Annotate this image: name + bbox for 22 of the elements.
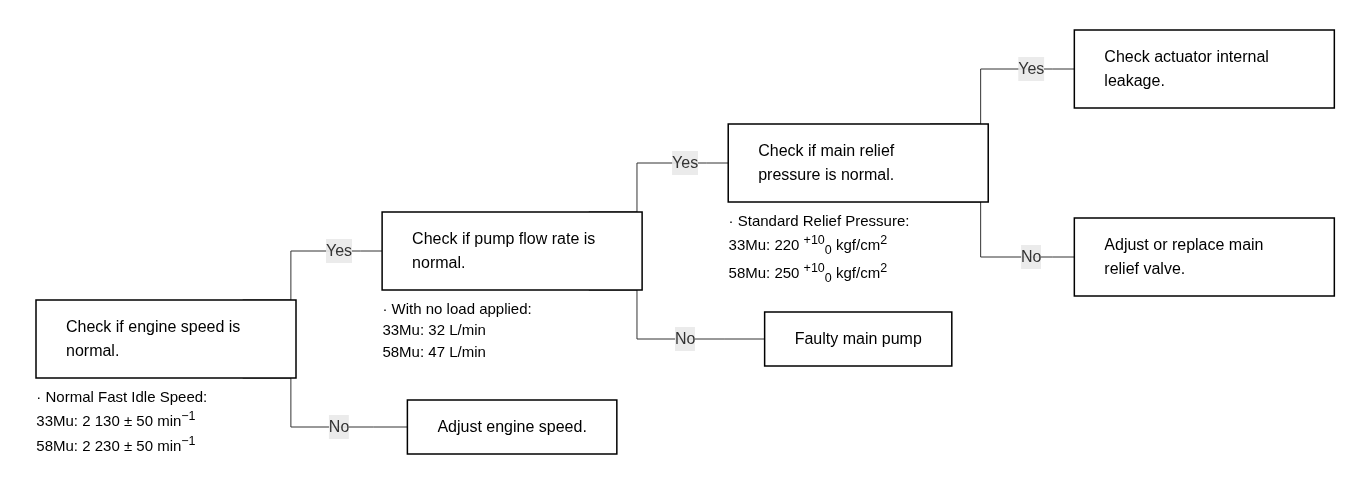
node-box: Check actuator internal leakage. bbox=[1073, 28, 1336, 109]
edge-label: No bbox=[1021, 247, 1042, 265]
spec-note: 33Mu: 32 L/min bbox=[382, 320, 486, 341]
node-box: Check if engine speed is normal. bbox=[35, 298, 298, 379]
spec-note: 58Mu: 2 230 ± 50 min$^{−1}$ bbox=[36, 433, 196, 456]
spec-note: · With no load applied: bbox=[382, 298, 532, 319]
edge-label: No bbox=[329, 417, 350, 435]
spec-note: 58Mu: 47 L/min bbox=[382, 342, 486, 362]
edge-label: No bbox=[675, 329, 696, 347]
spec-note: 33Mu: 2 130 ± 50 min$^{−1}$ bbox=[36, 408, 196, 432]
edge-label: Yes bbox=[1018, 59, 1045, 77]
spec-note: 58Mu: 250 $^{+10}$$_{0}$ kgf/cm$^{2}$ bbox=[728, 260, 888, 288]
edge-label: Yes bbox=[326, 241, 353, 259]
spec-note: 33Mu: 220 $^{+10}$$_{0}$ kgf/cm$^{2}$ bbox=[728, 232, 888, 260]
spec-note: · Standard Relief Pressure: bbox=[728, 210, 910, 231]
node-box: Check if pump flow rate is normal. bbox=[381, 210, 644, 291]
node-box: Adjust engine speed. bbox=[406, 398, 618, 455]
node-box: Faulty main pump bbox=[764, 310, 953, 367]
node-box: Adjust or replace main relief valve. bbox=[1073, 216, 1336, 297]
spec-note: · Normal Fast Idle Speed: bbox=[36, 386, 208, 407]
node-box: Check if main relief pressure is normal. bbox=[727, 122, 990, 203]
edge-label: Yes bbox=[672, 153, 699, 171]
